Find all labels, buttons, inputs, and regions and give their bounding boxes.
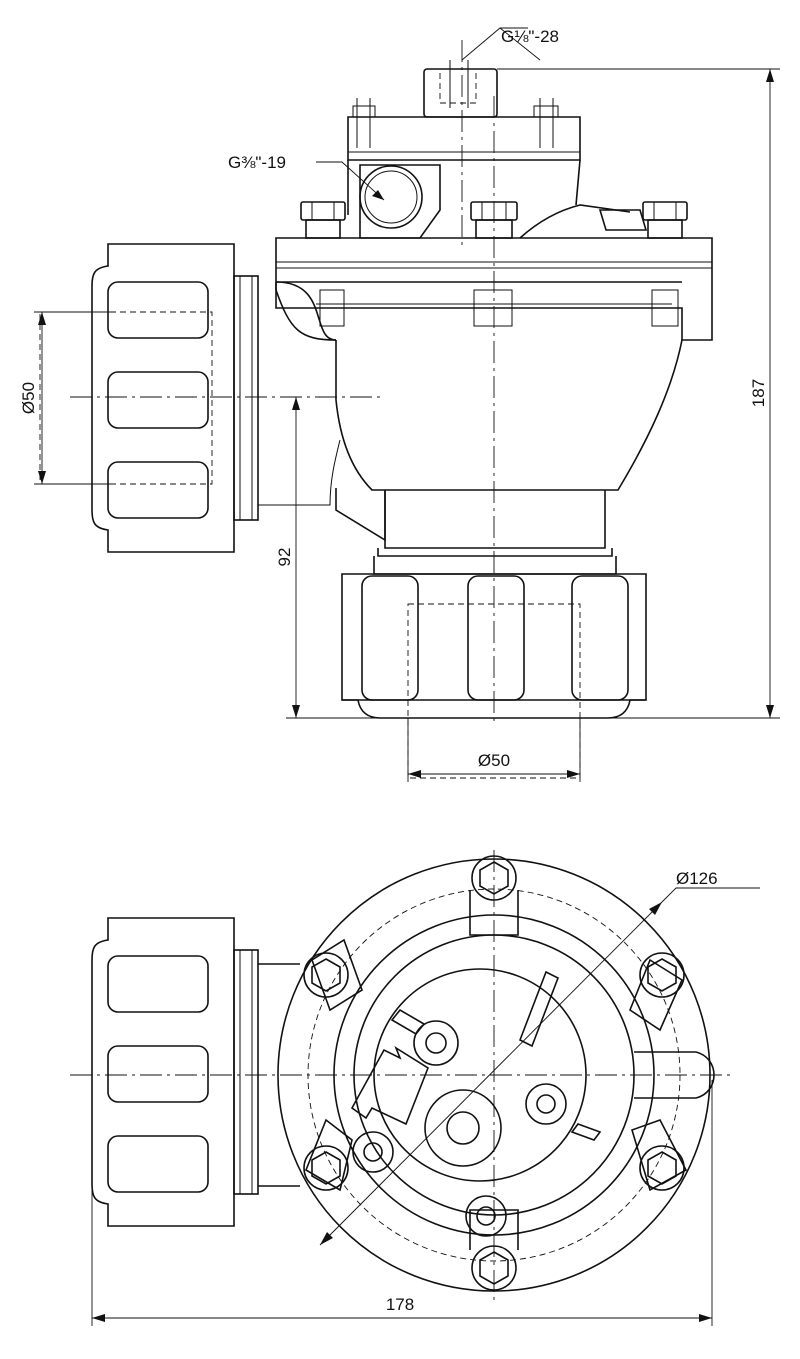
front-view [34,27,780,782]
label-port-top: G⅛"-28 [501,27,559,46]
label-width-total: 178 [386,1295,414,1314]
label-height-axis: 92 [275,548,294,567]
valve-body [257,281,683,575]
inlet-coupling-nut [39,243,259,553]
valve-cover [347,98,631,239]
bolt-lugs [305,890,688,1250]
inlet-nut-top [91,917,300,1227]
label-dia-flange: Ø126 [676,869,718,888]
label-height-total: 187 [749,379,768,407]
label-dia-outlet: Ø50 [478,751,510,770]
label-dia-inlet: Ø50 [19,382,38,414]
top-view [70,850,760,1326]
label-port-side: G⅜"-19 [228,153,286,172]
pilot-cap [423,60,498,118]
top-ports [350,970,602,1237]
